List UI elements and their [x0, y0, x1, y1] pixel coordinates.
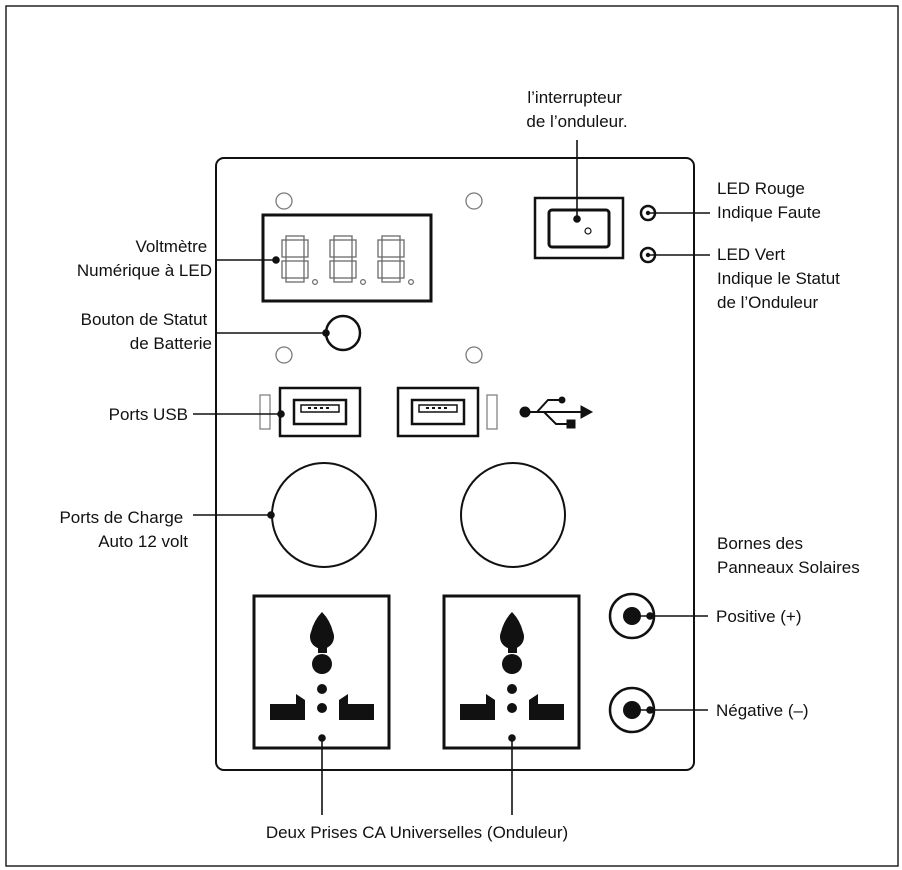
digit-segment: [329, 239, 335, 258]
screw-hole-icon: [275, 192, 293, 210]
screw-holes: [275, 192, 483, 364]
label-voltmeter: Voltmètre Numérique à LED: [77, 237, 212, 280]
digit-segment: [351, 260, 357, 279]
label-positive: Positive (+): [716, 607, 802, 626]
ac-outlet-right[interactable]: [442, 594, 581, 750]
voltmeter-digit: [377, 235, 415, 286]
label-solar-terminals: Bornes des Panneaux Solaires: [717, 534, 860, 577]
label-usb-ports: Ports USB: [109, 405, 188, 424]
digit-segment: [333, 277, 353, 283]
digit-segment: [381, 256, 401, 262]
label-led-green: LED Vert Indique le Statut de l’Onduleur: [717, 245, 845, 312]
outer-frame: [5, 5, 899, 867]
digit-segment: [285, 235, 305, 241]
device-panel: [215, 157, 695, 771]
digit-segment: [399, 239, 405, 258]
digit-segment: [303, 260, 309, 279]
digit-segment: [351, 239, 357, 258]
digit-segment: [333, 235, 353, 241]
digit-segment: [281, 260, 287, 279]
screw-hole-icon: [275, 346, 293, 364]
leader-lines: [193, 140, 710, 815]
digit-segment: [285, 256, 305, 262]
screw-hole-icon: [465, 346, 483, 364]
digit-segment: [303, 239, 309, 258]
label-led-red: LED Rouge Indique Faute: [717, 179, 821, 222]
led-voltmeter: [261, 213, 433, 303]
digit-segment: [381, 277, 401, 283]
voltmeter-digits: [281, 235, 415, 286]
digit-decimal-point: [360, 279, 367, 286]
label-negative: Négative (–): [716, 701, 809, 720]
label-ac-outlets: Deux Prises CA Universelles (Onduleur): [266, 823, 568, 842]
digit-segment: [329, 260, 335, 279]
digit-segment: [399, 260, 405, 279]
label-battery-button: Bouton de Statut de Batterie: [81, 310, 212, 353]
digit-segment: [377, 239, 383, 258]
voltmeter-digit: [329, 235, 367, 286]
digit-segment: [377, 260, 383, 279]
voltmeter-digit: [281, 235, 319, 286]
label-car-ports: Ports de Charge Auto 12 volt: [59, 508, 188, 551]
usb-port-left[interactable]: [259, 386, 362, 438]
label-inverter-switch: l’interrupteur de l’onduleur.: [526, 88, 627, 131]
usb-icon: [519, 396, 594, 429]
usb-port-right[interactable]: [396, 386, 498, 438]
digit-decimal-point: [408, 279, 415, 286]
car-charge-port-right[interactable]: [460, 462, 566, 568]
inverter-switch[interactable]: [533, 196, 625, 260]
digit-segment: [381, 235, 401, 241]
digit-decimal-point: [312, 279, 319, 286]
digit-segment: [333, 256, 353, 262]
digit-segment: [281, 239, 287, 258]
digit-segment: [285, 277, 305, 283]
screw-hole-icon: [465, 192, 483, 210]
battery-status-button[interactable]: [324, 314, 362, 352]
